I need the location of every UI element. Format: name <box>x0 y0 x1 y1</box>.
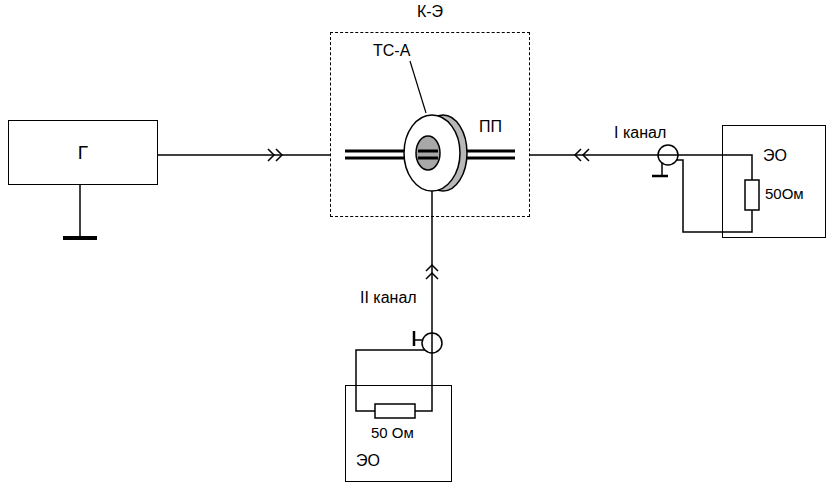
resistor-value: 50 Ом <box>371 424 414 441</box>
oscilloscope-box: ЭО 50Ом <box>722 125 826 238</box>
oscilloscope-box: 50 Ом ЭО <box>345 385 452 482</box>
signal-cable <box>158 155 330 156</box>
ground-symbol <box>63 236 97 240</box>
resistor-symbol <box>375 404 415 418</box>
oscilloscope-label: ЭО <box>763 147 787 165</box>
scope-wire <box>722 155 752 180</box>
scope-wire <box>415 385 432 411</box>
channel-label: I канал <box>613 124 667 142</box>
generator-label: Г <box>9 142 157 164</box>
part-label: ТС-А <box>372 42 411 60</box>
resistor-symbol <box>745 180 759 210</box>
resistor-value: 50Ом <box>765 185 804 202</box>
leader-line <box>410 61 426 113</box>
signal-cable <box>432 217 433 385</box>
signal-cable <box>530 155 722 156</box>
enclosure-title: К-Э <box>331 3 529 21</box>
oscilloscope-label: ЭО <box>356 452 380 470</box>
sensor-wire <box>431 191 433 217</box>
toroid-sensor <box>404 115 467 191</box>
part-label: ПП <box>478 118 503 136</box>
coax-symbol <box>652 145 752 232</box>
coax-symbol <box>356 331 442 411</box>
ground-wire <box>79 185 81 238</box>
channel-label: II канал <box>359 289 418 307</box>
generator-box: Г <box>8 120 158 185</box>
